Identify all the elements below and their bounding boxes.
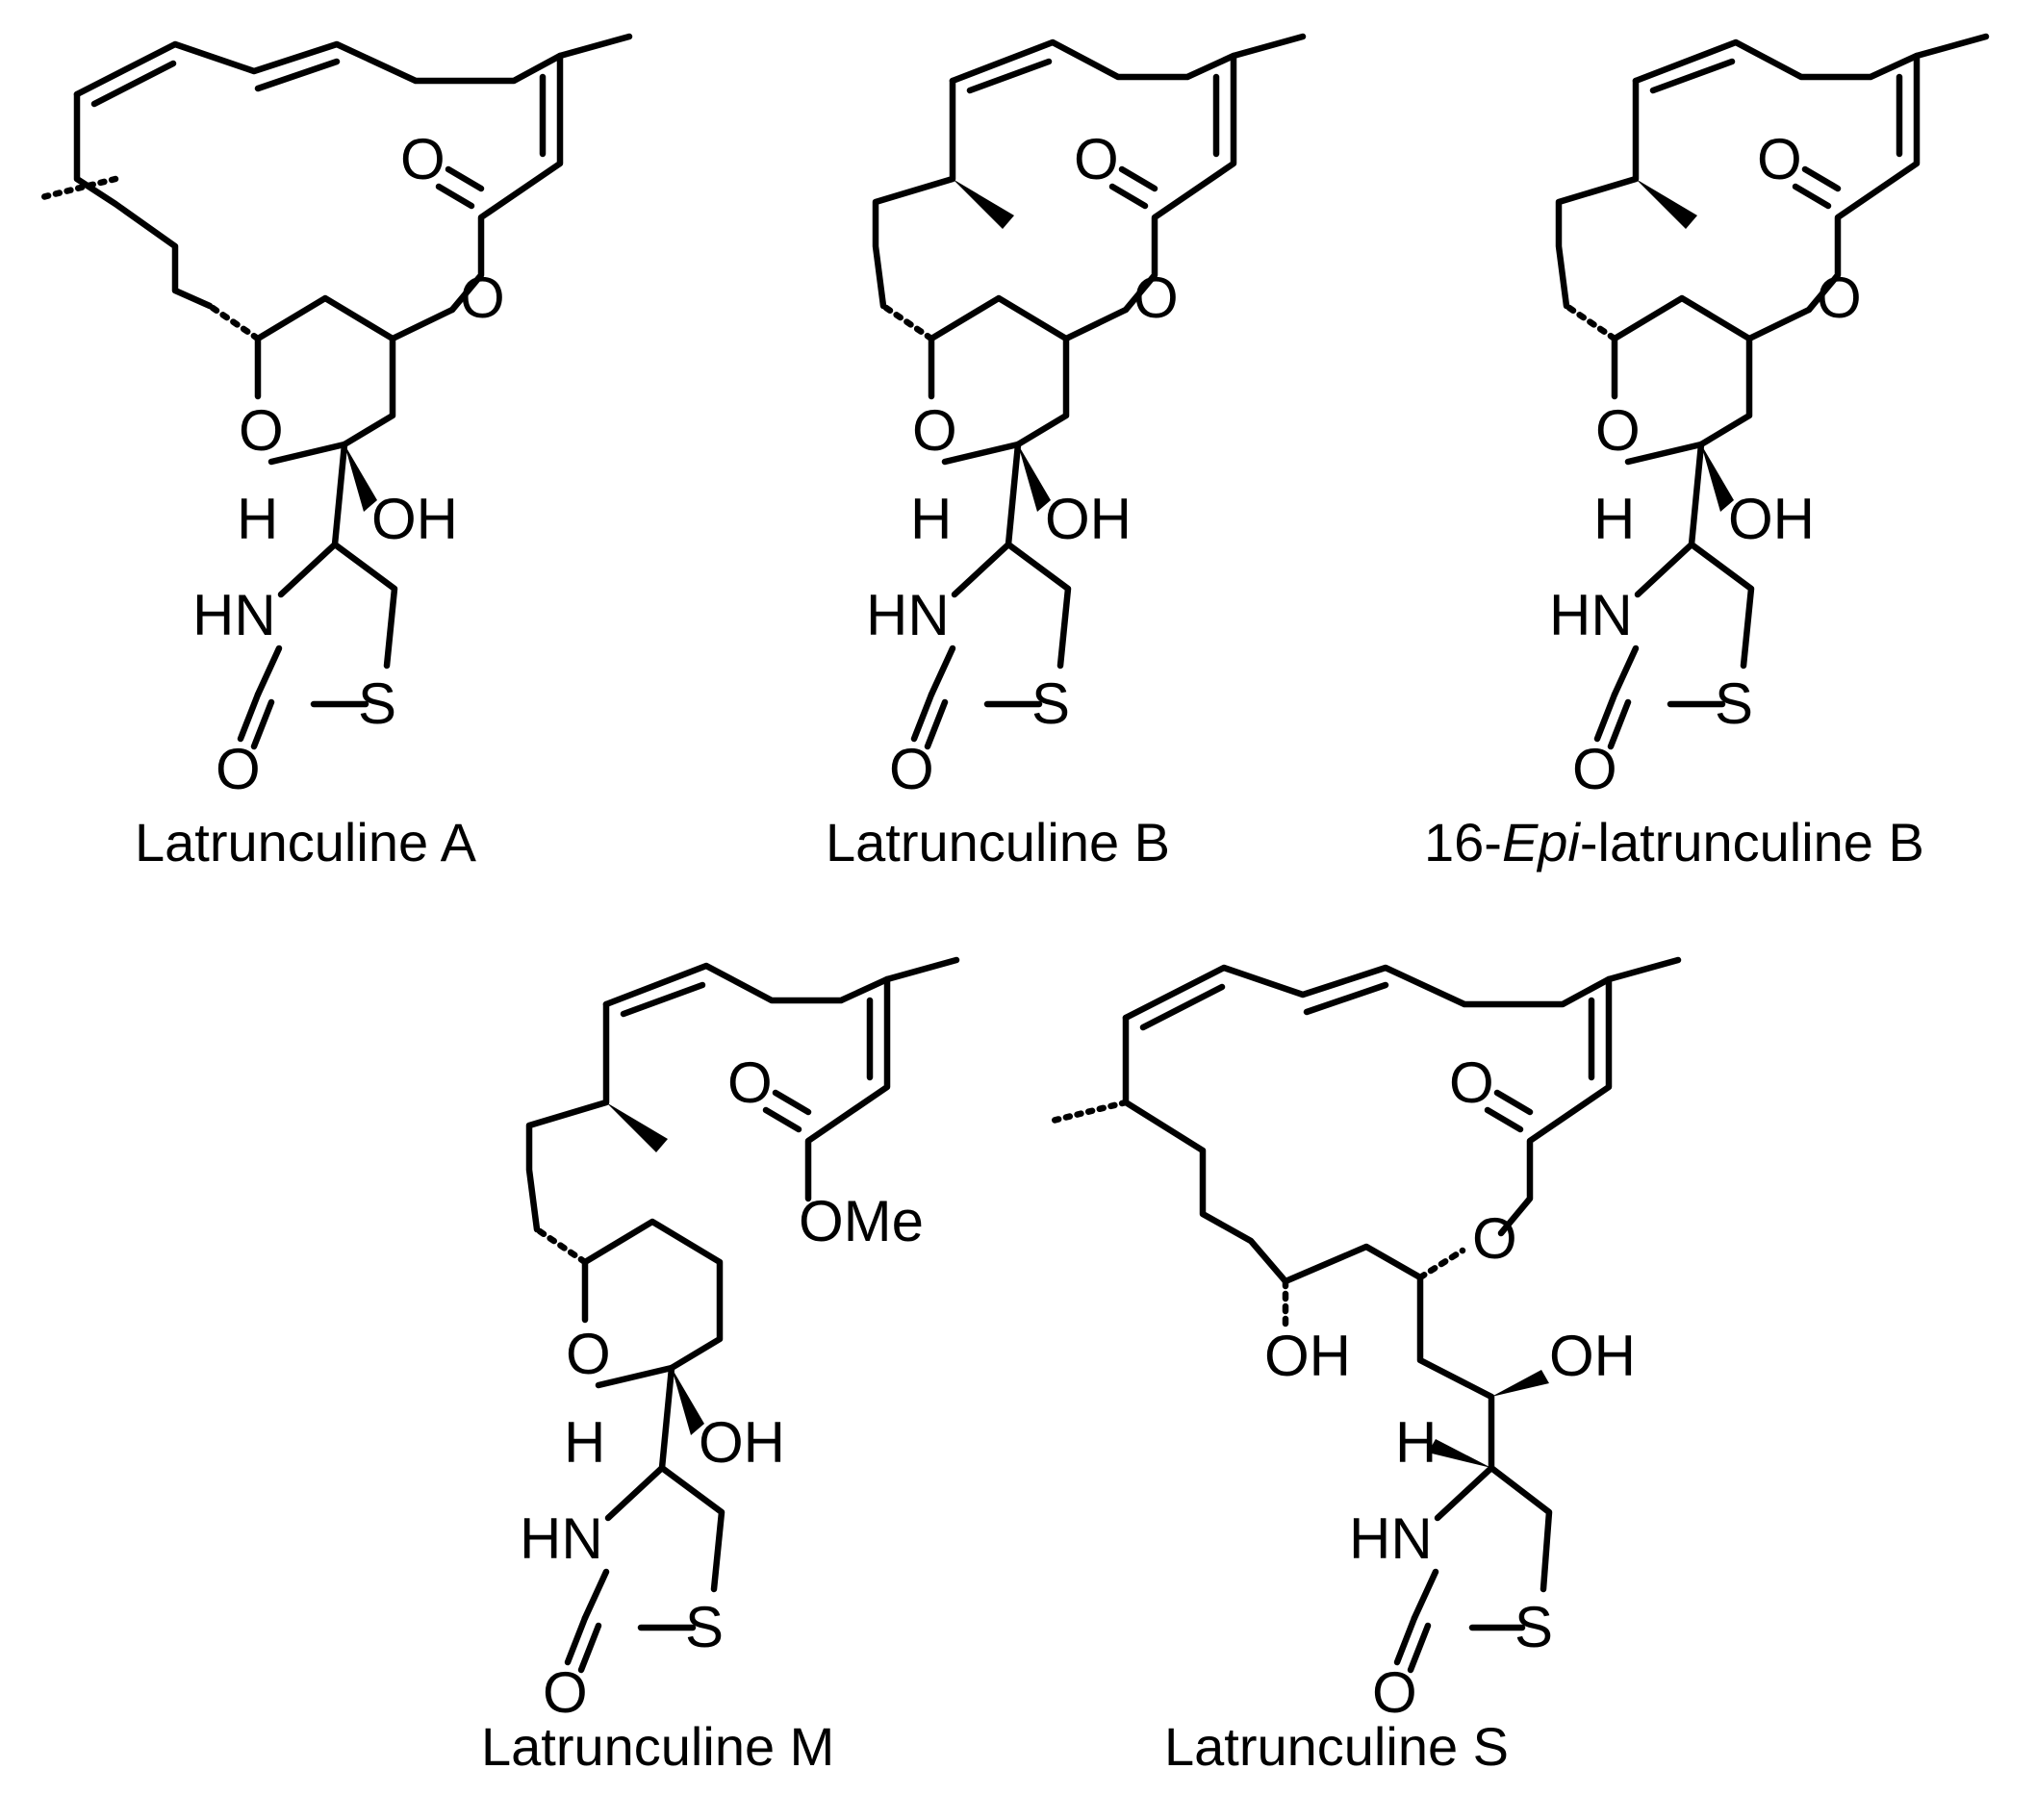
hydroxyl-label-2: OH <box>1549 1324 1636 1388</box>
sulfur-label: S <box>685 1595 724 1659</box>
ester-o-label: O <box>1472 1206 1517 1271</box>
ketone-o-label: O <box>543 1660 588 1725</box>
compound-latrunculine-s: O O OH OH H HN S O Latrunculine S <box>1045 956 1682 1777</box>
hydrogen-label: H <box>1395 1410 1437 1475</box>
nh-label: HN <box>192 583 276 647</box>
nh-label: HN <box>1349 1506 1433 1571</box>
nh-label: HN <box>1549 583 1633 647</box>
hydrogen-label: H <box>564 1410 605 1475</box>
nh-label: HN <box>520 1506 603 1571</box>
hydrogen-label: H <box>237 487 278 551</box>
ketone-o-label: O <box>1372 1660 1417 1725</box>
hydroxyl-label: OH <box>1045 487 1132 551</box>
sulfur-label: S <box>1031 671 1070 736</box>
nh-label: HN <box>866 583 950 647</box>
compound-name-caption: Latrunculine A <box>135 812 477 872</box>
ester-o-label: O <box>460 265 505 330</box>
compound-name-caption: Latrunculine S <box>1164 1716 1509 1777</box>
compound-latrunculine-a: O O O OH H HN S O Latrunculine A <box>35 33 633 872</box>
ester-o-label: O <box>1133 265 1179 330</box>
ester-o-label: O <box>1817 265 1862 330</box>
hydrogen-label: H <box>910 487 952 551</box>
ketone-o-label: O <box>1572 737 1617 801</box>
hydroxyl-label-1: OH <box>1264 1324 1351 1388</box>
carbonyl-o-label: O <box>400 127 445 191</box>
hydroxyl-label: OH <box>1728 487 1815 551</box>
hydrogen-label: H <box>1593 487 1635 551</box>
carbonyl-o-label: O <box>1074 127 1119 191</box>
carbonyl-o-label: O <box>1449 1050 1494 1115</box>
ketone-o-label: O <box>216 737 261 801</box>
methoxy-label: OMe <box>799 1189 924 1253</box>
compound-latrunculine-m: O OMe O OH H HN S O Latrunculine M <box>481 956 960 1777</box>
compound-name-caption: Latrunculine M <box>481 1716 834 1777</box>
ring-o-label: O <box>239 398 284 463</box>
compound-latrunculine-b: O O O OH H HN S O Latrunculine B <box>826 33 1307 872</box>
carbonyl-o-label: O <box>727 1050 773 1115</box>
ring-o-label: O <box>1595 398 1641 463</box>
compound-16-epi-latrunculine-b: O O O OH H HN S O 16-Epi-latrunculine B <box>1424 33 1990 872</box>
ring-o-label: O <box>566 1322 611 1386</box>
compound-name-caption: 16-Epi-latrunculine B <box>1424 812 1924 872</box>
sulfur-label: S <box>358 671 396 736</box>
compound-name-caption: Latrunculine B <box>826 812 1170 872</box>
ring-o-label: O <box>912 398 957 463</box>
sulfur-label: S <box>1715 671 1753 736</box>
sulfur-label: S <box>1514 1595 1553 1659</box>
hydroxyl-label: OH <box>371 487 458 551</box>
ketone-o-label: O <box>889 737 934 801</box>
carbonyl-o-label: O <box>1757 127 1802 191</box>
hydroxyl-label: OH <box>699 1410 785 1475</box>
